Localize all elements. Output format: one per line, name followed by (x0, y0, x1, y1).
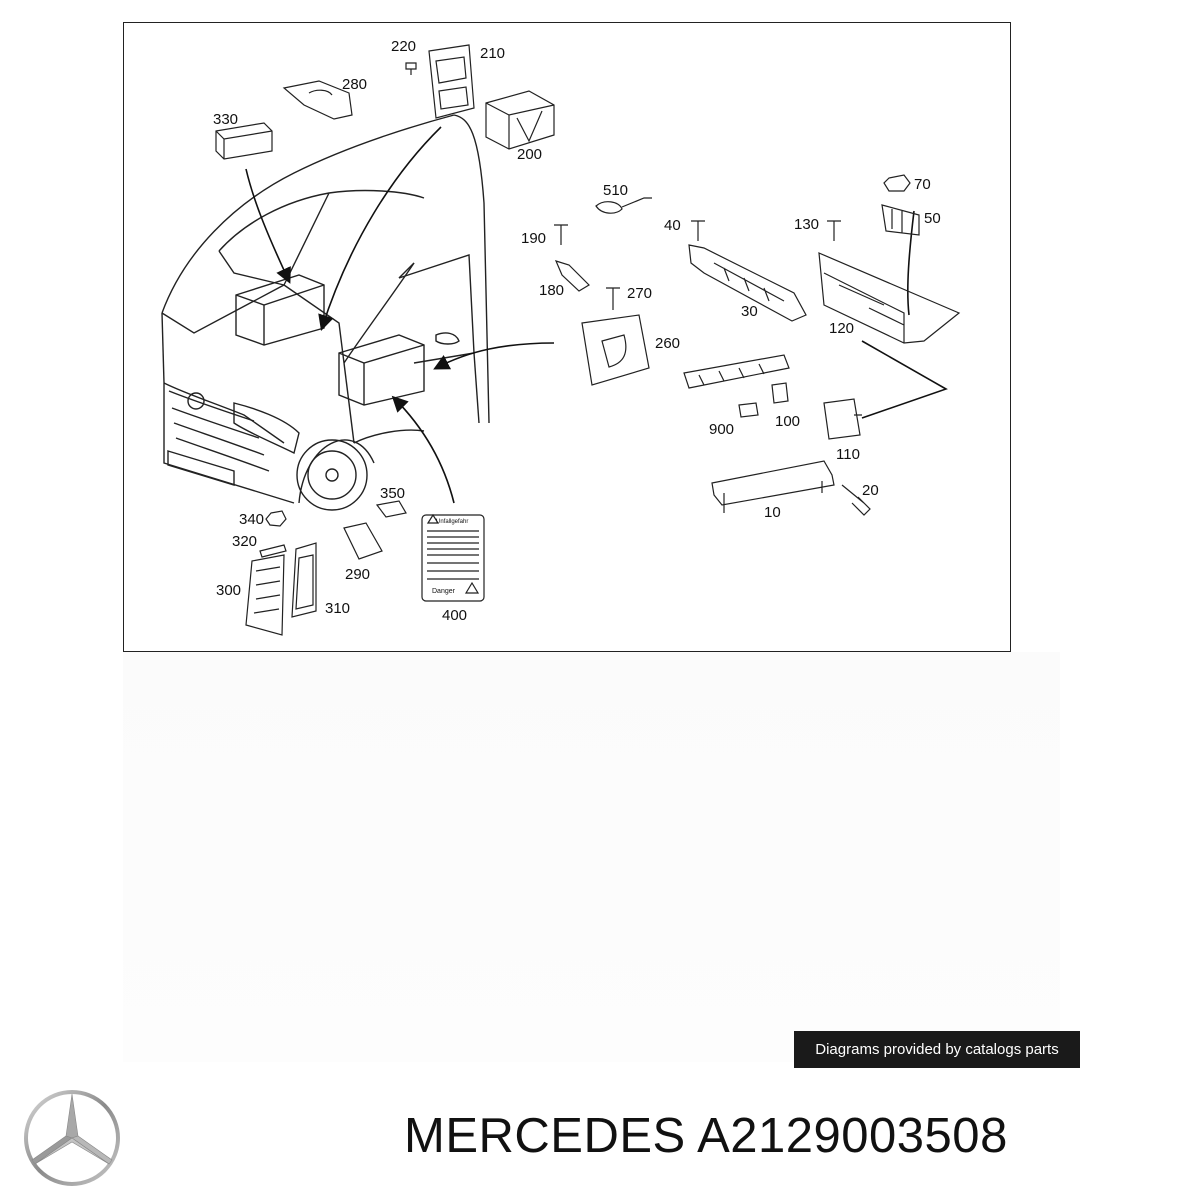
callout-350: 350 (380, 485, 405, 502)
part-40-screw (691, 220, 705, 241)
callout-10: 10 (764, 504, 781, 521)
callout-50: 50 (924, 210, 941, 227)
van-illustration (161, 114, 490, 511)
part-20-bolt (841, 484, 871, 516)
credit-badge: Diagrams provided by catalogs parts (794, 1031, 1080, 1068)
callout-120: 120 (829, 320, 854, 337)
mercedes-star-icon (24, 1090, 120, 1186)
part-310-cover (291, 542, 317, 618)
part-260-plate (581, 314, 650, 386)
callout-900: 900 (709, 421, 734, 438)
callout-200: 200 (517, 146, 542, 163)
callout-labels: 220 210 280 330 200 510 70 190 40 130 50… (213, 38, 941, 624)
part-100-relay (771, 382, 789, 404)
sticker-footer: Danger (432, 588, 456, 595)
callout-290: 290 (345, 566, 370, 583)
part-340-nut (265, 510, 287, 527)
callout-70: 70 (914, 176, 931, 193)
callout-260: 260 (655, 335, 680, 352)
part-120-tray (818, 252, 961, 344)
callout-310: 310 (325, 600, 350, 617)
sticker-heading: Unfallgefahr (436, 519, 468, 525)
part-190-screw (554, 224, 568, 245)
part-270-screw (606, 287, 620, 310)
callout-330: 330 (213, 111, 238, 128)
callout-510: 510 (603, 182, 628, 199)
part-10-fuse-holder (711, 460, 835, 513)
part-110-module (823, 398, 862, 440)
part-70-nut (883, 174, 911, 192)
part-30-holder (688, 244, 807, 322)
callout-270: 270 (627, 285, 652, 302)
callout-110: 110 (836, 446, 860, 463)
parts (215, 44, 961, 636)
callout-300: 300 (216, 582, 241, 599)
callout-30: 30 (741, 303, 758, 320)
part-290-bracket (343, 522, 383, 560)
part-180-clip (554, 260, 590, 292)
callout-190: 190 (521, 230, 546, 247)
part-350-clip (375, 500, 407, 518)
parts-diagram-frame: Unfallgefahr Danger 220 210 280 330 200 … (123, 22, 1011, 652)
callout-340: 340 (239, 511, 264, 528)
callout-100: 100 (775, 413, 800, 430)
part-220-screw (405, 62, 417, 75)
callout-180: 180 (539, 282, 564, 299)
callout-20: 20 (862, 482, 879, 499)
part-510-sensor (595, 197, 652, 214)
callout-280: 280 (342, 76, 367, 93)
callout-220: 220 (391, 38, 416, 55)
part-900-fuse-strip (683, 354, 790, 418)
callout-320: 320 (232, 533, 257, 550)
part-130-screw (827, 220, 841, 241)
background-panel (123, 652, 1060, 1062)
callout-210: 210 (480, 45, 505, 62)
part-300-fuse-box (245, 554, 285, 636)
callout-400: 400 (442, 607, 467, 624)
callout-40: 40 (664, 217, 681, 234)
parts-diagram: Unfallgefahr Danger 220 210 280 330 200 … (161, 38, 961, 636)
part-280-cover (282, 80, 353, 120)
part-400-warning-sticker (421, 514, 485, 602)
callout-130: 130 (794, 216, 819, 233)
part-50-bracket (881, 204, 920, 236)
part-210-bracket (428, 44, 475, 119)
part-330-module (215, 122, 273, 160)
part-320-strip (259, 544, 287, 558)
pointer-arrows (245, 126, 948, 504)
part-200-control-unit (485, 90, 555, 150)
part-title: MERCEDES A2129003508 (404, 1109, 1008, 1163)
